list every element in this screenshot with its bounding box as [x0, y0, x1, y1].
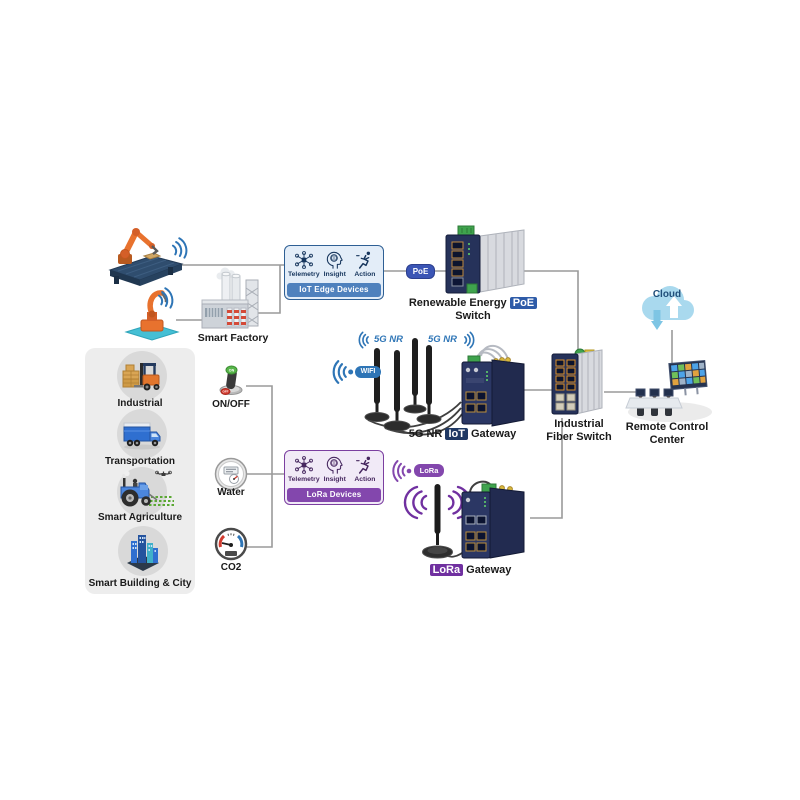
- transportation-label: Transportation: [104, 456, 175, 467]
- co2-label: CO2: [220, 562, 242, 573]
- 5g-antennas-icon: [364, 338, 442, 432]
- telemetry-item: Telemetry: [288, 250, 320, 278]
- industrial-icon: [117, 351, 167, 401]
- on-label: ON: [229, 368, 235, 372]
- wifi-arcs-icon: [332, 360, 354, 384]
- lora-arcs-icon: [392, 460, 412, 482]
- remote-center-label-line2: Center: [649, 434, 685, 446]
- robot-arm-conveyor-icon: [108, 228, 184, 286]
- lora-badge: LoRa: [414, 464, 444, 477]
- off-label: OFF: [223, 390, 229, 394]
- smart-factory-label: Smart Factory: [197, 332, 269, 344]
- remote-center-label: Remote Control Center: [621, 421, 713, 447]
- lora-gateway-label: LoRa Gateway: [418, 564, 523, 577]
- lora-gateway-label-highlight: LoRa: [429, 564, 464, 576]
- water-meter-icon: [214, 457, 248, 491]
- insight-item: Insight: [320, 250, 350, 278]
- transportation-icon: [117, 409, 167, 459]
- insight-item: Insight: [320, 455, 350, 483]
- industrial-label: Industrial: [117, 398, 163, 409]
- 5gnr-label-1: 5G NR: [374, 334, 404, 345]
- smart-building-label: Smart Building & City: [88, 578, 192, 589]
- smart-building-icon: [118, 526, 168, 576]
- action-label: Action: [354, 476, 376, 483]
- iot-edge-devices-box: Telemetry Insight Action Io: [284, 245, 384, 300]
- remote-center-label-line1: Remote Control: [625, 421, 709, 433]
- onoff-label: ON/OFF: [212, 399, 250, 410]
- 5g-gateway-device: [461, 344, 525, 427]
- cloud-icon: Cloud: [642, 286, 694, 330]
- antenna-cable-1: [367, 401, 462, 429]
- line-onoff-co2-to-lorabox: [246, 385, 273, 548]
- action-item: Action: [350, 455, 380, 483]
- line-factory-to-iotbox: [258, 265, 281, 314]
- cloud-label: Cloud: [653, 289, 681, 300]
- smart-factory-icon: [201, 267, 259, 329]
- action-icon: [355, 456, 370, 474]
- telemetry-icon: [294, 251, 313, 269]
- action-item: Action: [350, 250, 380, 278]
- 5g-gateway-label-pre: 5G NR: [408, 428, 446, 440]
- lora-gateway-label-post: Gateway: [463, 564, 512, 576]
- lora-devices-box: Telemetry Insight Action Lo: [284, 450, 384, 505]
- lora-devices-banner: LoRa Devices: [287, 488, 381, 502]
- poe-badge: PoE: [406, 264, 435, 279]
- action-icon: [355, 251, 370, 269]
- fiber-switch-label-line1: Industrial: [554, 418, 604, 430]
- insight-icon: [326, 251, 343, 269]
- 5g-gateway-label: 5G NR IoT Gateway: [395, 428, 530, 441]
- poe-switch-device: [445, 225, 525, 294]
- action-label: Action: [354, 271, 376, 278]
- fiber-switch-device: [551, 348, 603, 415]
- insight-label: Insight: [323, 476, 346, 483]
- poe-switch-label-post: Switch: [455, 310, 491, 322]
- insight-label: Insight: [323, 271, 346, 278]
- fiber-switch-label: Industrial Fiber Switch: [541, 418, 617, 444]
- water-label: Water: [217, 487, 245, 498]
- 5gnr-signal-icon: [464, 331, 475, 349]
- lora-gateway-device: [461, 480, 525, 559]
- 5gnr-signal-icon: [358, 331, 369, 349]
- insight-icon: [326, 456, 343, 474]
- 5g-gateway-label-post: Gateway: [467, 428, 517, 440]
- smart-agriculture-icon: [117, 467, 174, 517]
- 5gnr-label-2: 5G NR: [428, 334, 458, 345]
- telemetry-label: Telemetry: [288, 271, 320, 278]
- line-poeswitch-to-fiberswitch: [520, 270, 579, 352]
- robot-arm-pedestal-icon: [124, 290, 180, 341]
- 5g-gateway-label-highlight: IoT: [445, 428, 468, 440]
- poe-switch-label-highlight: PoE: [509, 297, 538, 309]
- wifi-signal-icon: [171, 237, 188, 259]
- line-fiberswitch-to-loragateway: [530, 418, 563, 519]
- iot-edge-devices-banner: IoT Edge Devices: [287, 283, 381, 297]
- poe-switch-label-pre: Renewable Energy: [408, 297, 510, 309]
- wifi-signal-icon: [157, 287, 174, 309]
- remote-control-center-icon: [625, 359, 712, 422]
- telemetry-label: Telemetry: [288, 476, 320, 483]
- poe-switch-label: Renewable Energy PoE Switch: [398, 297, 548, 323]
- fiber-switch-label-line2: Fiber Switch: [546, 431, 612, 443]
- wifi-badge: WIFI: [355, 366, 381, 378]
- antenna-cable-3: [397, 413, 463, 436]
- co2-gauge-icon: [214, 527, 248, 561]
- onoff-switch-icon: ON OFF: [219, 365, 243, 395]
- telemetry-icon: [294, 456, 313, 474]
- smart-agriculture-label: Smart Agriculture: [97, 512, 183, 523]
- telemetry-item: Telemetry: [288, 455, 320, 483]
